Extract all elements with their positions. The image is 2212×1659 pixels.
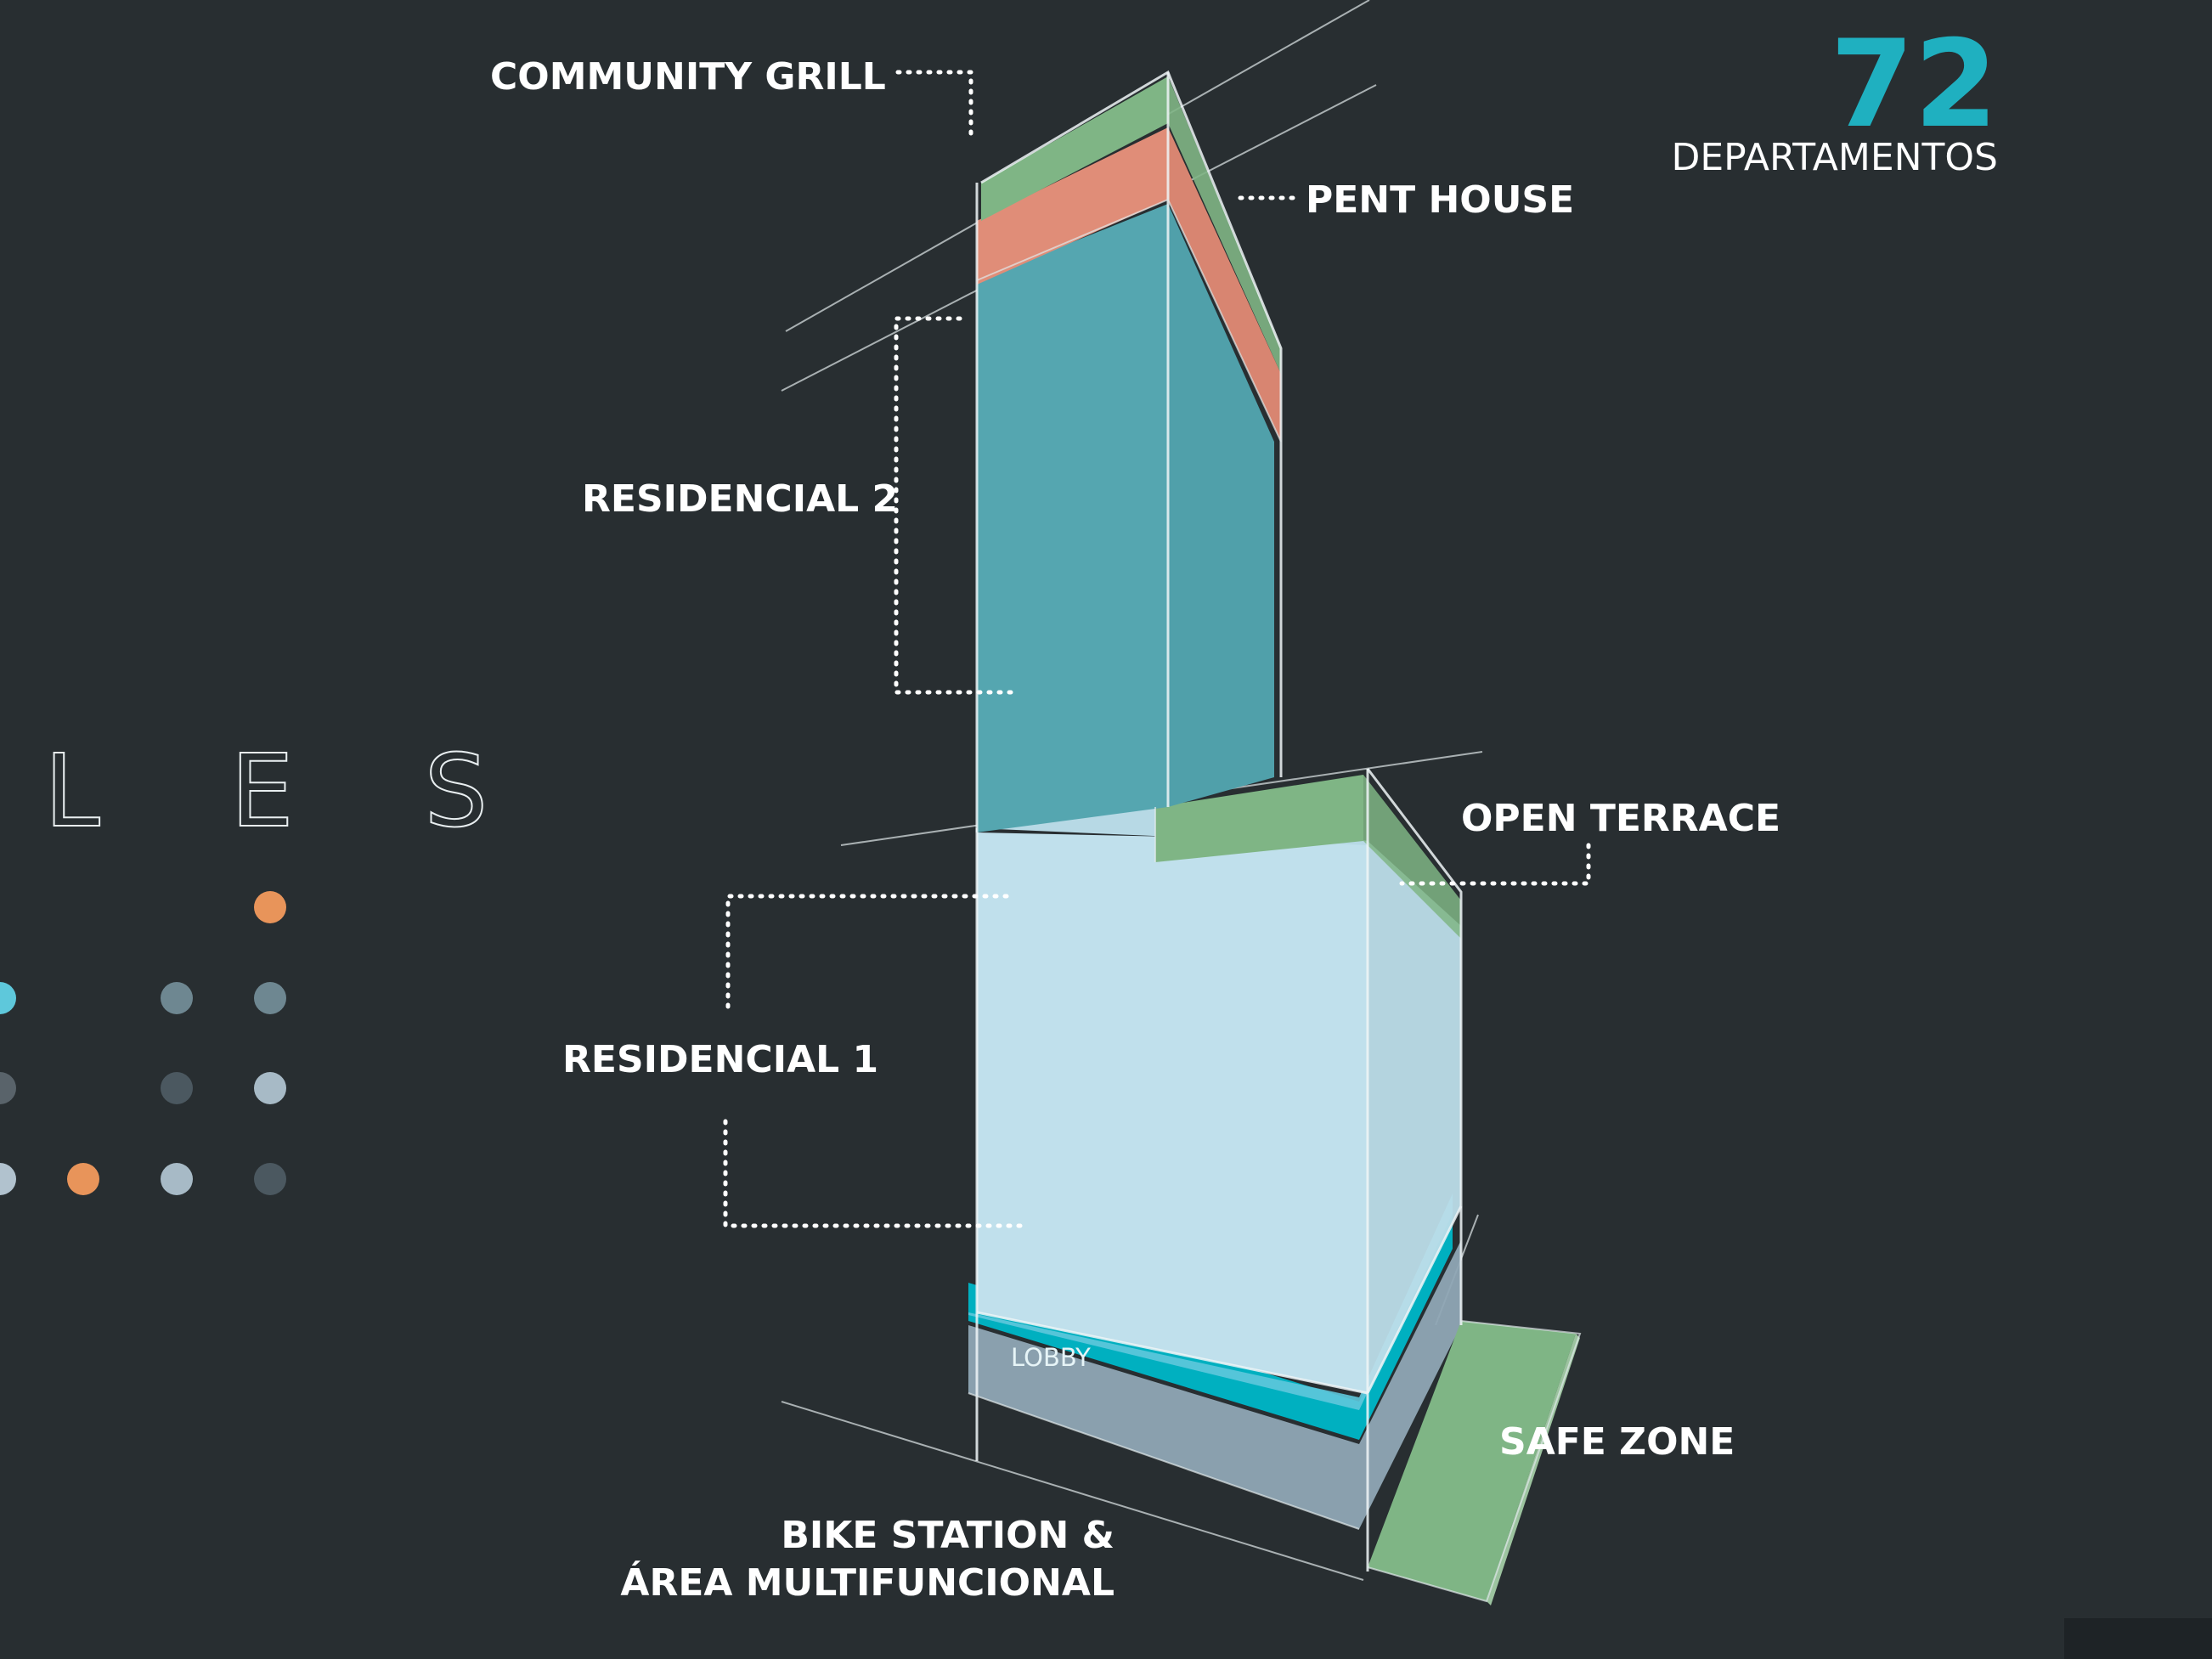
legend-dot bbox=[161, 1163, 193, 1195]
label-open-terrace: OPEN TERRACE bbox=[1461, 797, 1780, 840]
legend-dot bbox=[254, 982, 286, 1014]
legend-dot bbox=[0, 1072, 16, 1104]
zone-open-terrace-side bbox=[1363, 775, 1461, 939]
legend-dot bbox=[0, 1163, 16, 1195]
counter-caption: DEPARTAMENTOS bbox=[1671, 136, 1998, 179]
apartment-counter: 72 DEPARTAMENTOS bbox=[1671, 14, 1998, 179]
legend-dots bbox=[0, 891, 286, 1195]
lower-block bbox=[968, 768, 1582, 1605]
legend-dot bbox=[161, 1072, 193, 1104]
zone-open-terrace bbox=[1155, 775, 1363, 862]
zone-residencial-1-front bbox=[977, 832, 1368, 1393]
counter-number: 72 bbox=[1830, 14, 1998, 155]
legend-dot bbox=[254, 1072, 286, 1104]
zone-community-grill bbox=[981, 76, 1168, 221]
leader-lines bbox=[723, 70, 1591, 1228]
label-safe-zone: SAFE ZONE bbox=[1499, 1420, 1735, 1464]
zone-community-grill-side bbox=[1168, 76, 1281, 374]
legend-dot bbox=[67, 1163, 99, 1195]
label-lobby: LOBBY bbox=[1011, 1343, 1091, 1372]
zone-labels: COMMUNITY GRILL PENT HOUSE RESIDENCIAL 2… bbox=[490, 55, 1780, 1605]
zone-residencial-1-side bbox=[1368, 841, 1461, 1393]
zone-bike-station bbox=[968, 1240, 1461, 1529]
zone-safe-zone bbox=[1368, 1321, 1576, 1601]
zone-lobby-top bbox=[968, 1193, 1453, 1410]
zone-residencial-2-side bbox=[1168, 204, 1274, 807]
label-residencial-1: RESIDENCIAL 1 bbox=[562, 1038, 878, 1081]
upper-tower bbox=[975, 70, 1283, 862]
legend-dot bbox=[161, 982, 193, 1014]
side-title-letters: L E S bbox=[44, 732, 537, 849]
label-pent-house: PENT HOUSE bbox=[1306, 178, 1574, 222]
legend-dot bbox=[254, 1163, 286, 1195]
zone-pent-house-side bbox=[1168, 127, 1281, 442]
zone-residencial-2-front bbox=[977, 204, 1168, 832]
legend-dot bbox=[254, 891, 286, 923]
zone-pent-house bbox=[977, 127, 1168, 285]
corner-block bbox=[2064, 1618, 2212, 1659]
label-residencial-2: RESIDENCIAL 2 bbox=[582, 477, 898, 521]
label-community-grill: COMMUNITY GRILL bbox=[490, 55, 886, 99]
label-bike-station-line2: ÁREA MULTIFUNCIONAL bbox=[620, 1560, 1114, 1605]
label-bike-station-line1: BIKE STATION & bbox=[781, 1514, 1114, 1557]
legend-dot bbox=[0, 982, 16, 1014]
